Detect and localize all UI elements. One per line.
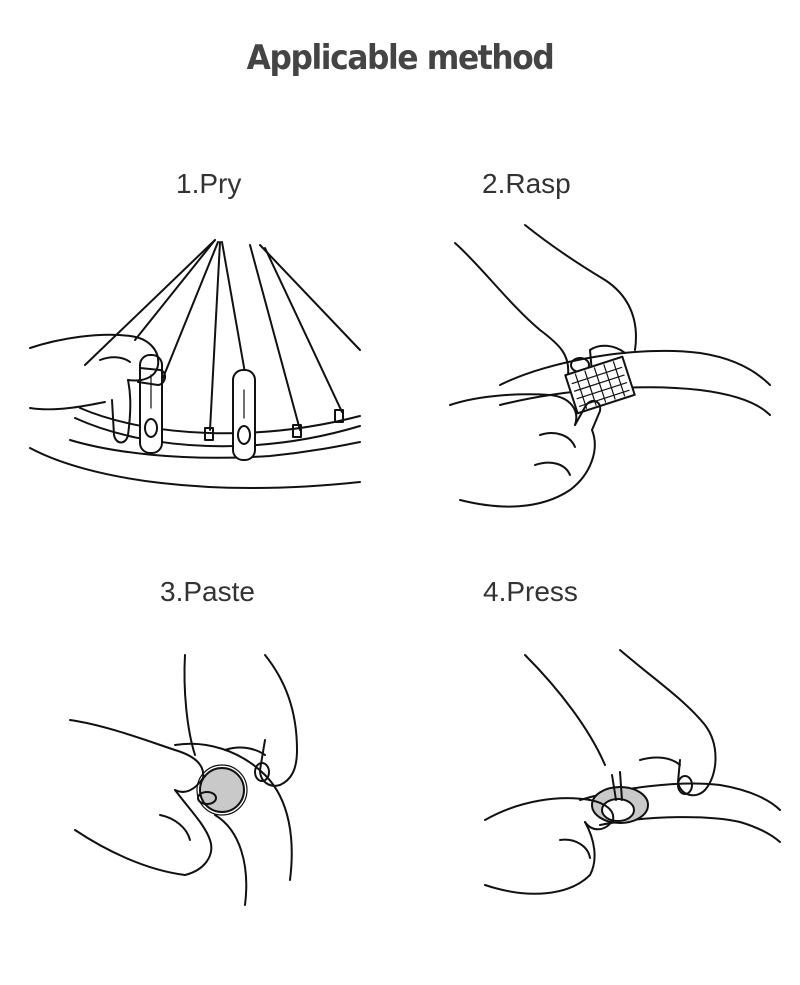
page-title: Applicable method <box>32 38 768 78</box>
pry-illustration <box>30 230 370 520</box>
rasp-illustration <box>440 225 770 520</box>
paste-illustration <box>65 650 325 915</box>
step-4-label: 4.Press <box>483 576 578 608</box>
step-3-label: 3.Paste <box>160 576 255 608</box>
step-2-label: 2.Rasp <box>482 168 571 200</box>
press-illustration <box>480 650 780 915</box>
step-1-label: 1.Pry <box>176 168 241 200</box>
